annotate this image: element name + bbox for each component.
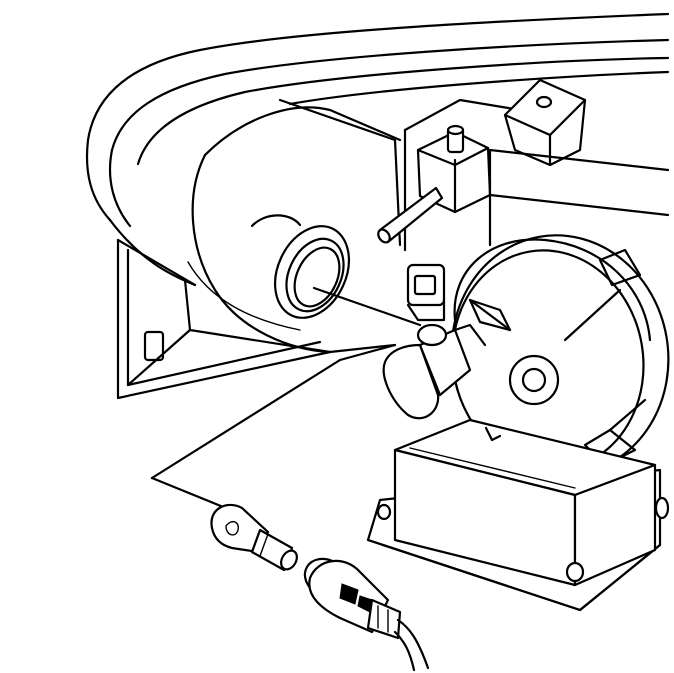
socket-neck (416, 323, 448, 347)
secondary-bulb-socket (382, 323, 487, 420)
connector-window (413, 274, 437, 296)
cover-spoke-3 (608, 398, 647, 432)
housing-inner-lip (108, 218, 197, 287)
housing-back-plate-inner (126, 248, 322, 387)
cover-cap-center (521, 367, 547, 393)
callout-lines (150, 286, 422, 515)
housing-tab (143, 330, 165, 362)
reflector-seam (187, 261, 301, 331)
adjuster-block-top (416, 146, 490, 167)
socket-hole-core (293, 246, 341, 308)
bulb-socket-harness (303, 557, 430, 672)
headlamp-housing (85, 12, 670, 400)
socket-twist-grip (382, 343, 440, 420)
cover-spoke-1 (563, 288, 622, 342)
leader-short (338, 343, 397, 362)
bracket-hole (535, 95, 553, 109)
ballast-module (366, 418, 670, 612)
housing-rim-2 (108, 38, 670, 228)
top-bracket (503, 78, 587, 167)
socket-hole-outer (274, 225, 350, 319)
reflector-dome-top (203, 106, 402, 157)
adjuster-cap-top (446, 124, 465, 136)
mounting-brackets (278, 78, 670, 252)
harness-connector (366, 598, 402, 640)
housing-diagonal-rib (183, 278, 332, 354)
harness-wire-1 (396, 618, 430, 670)
socket-wire (453, 323, 487, 347)
housing-rim-3 (136, 56, 670, 166)
harness-wire-2 (393, 630, 416, 672)
cover-fin-2 (598, 248, 642, 287)
housing-outer-rim (85, 12, 670, 222)
socket-hole-cylinder (250, 214, 302, 228)
socket-hole-inner (285, 237, 345, 313)
leader-upper (150, 358, 342, 480)
ballast-clip (484, 426, 502, 442)
bulb-filament (225, 520, 240, 536)
housing-back-plate (116, 238, 397, 400)
housing-rim-4 (288, 70, 670, 106)
replacement-bulb (210, 503, 298, 572)
leader-hole (312, 286, 422, 327)
ballast-top-line (409, 447, 576, 489)
ballast-peg-right (565, 561, 585, 583)
small-connector (406, 263, 446, 322)
socket-lock-tab (339, 583, 359, 605)
ballast-base-edge (366, 538, 662, 612)
bulb-contact (280, 549, 298, 571)
adjuster-rod-end (377, 228, 391, 244)
ballast-peg-far (654, 496, 670, 520)
bulb-base-ring (259, 533, 269, 557)
housing-rib-2 (126, 328, 192, 387)
rear-box (488, 148, 670, 172)
cover-cap-rim (453, 238, 652, 342)
rear-box-2 (488, 193, 670, 217)
bracket-plate (278, 98, 402, 247)
housing-back-top-edge (116, 238, 197, 287)
reflector-dome (191, 153, 332, 354)
connector-base (406, 298, 446, 322)
ballast-box-side (573, 463, 657, 587)
rear-cover-cap (450, 234, 670, 476)
ballast-peg-left (376, 503, 392, 521)
cover-spoke-2 (468, 298, 512, 332)
